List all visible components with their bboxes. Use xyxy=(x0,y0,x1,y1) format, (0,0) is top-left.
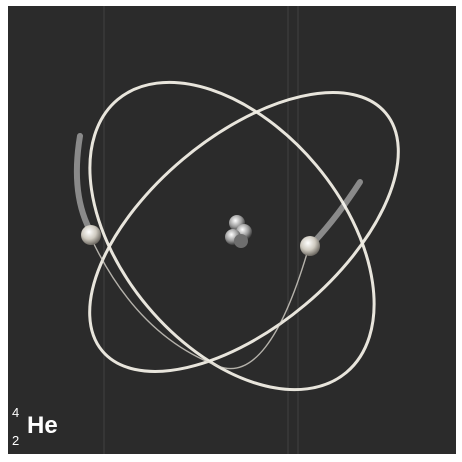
atom-illustration xyxy=(8,6,456,454)
helium-atom-diagram: 4 2 He xyxy=(8,6,456,454)
element-symbol: He xyxy=(27,414,58,438)
mass-number: 4 xyxy=(12,406,19,419)
nucleus-icon xyxy=(225,215,252,248)
electron-left-icon xyxy=(81,225,101,245)
orbit-trace-thin xyxy=(92,240,308,369)
electron-right-icon xyxy=(300,236,320,256)
atomic-number: 2 xyxy=(12,434,19,447)
